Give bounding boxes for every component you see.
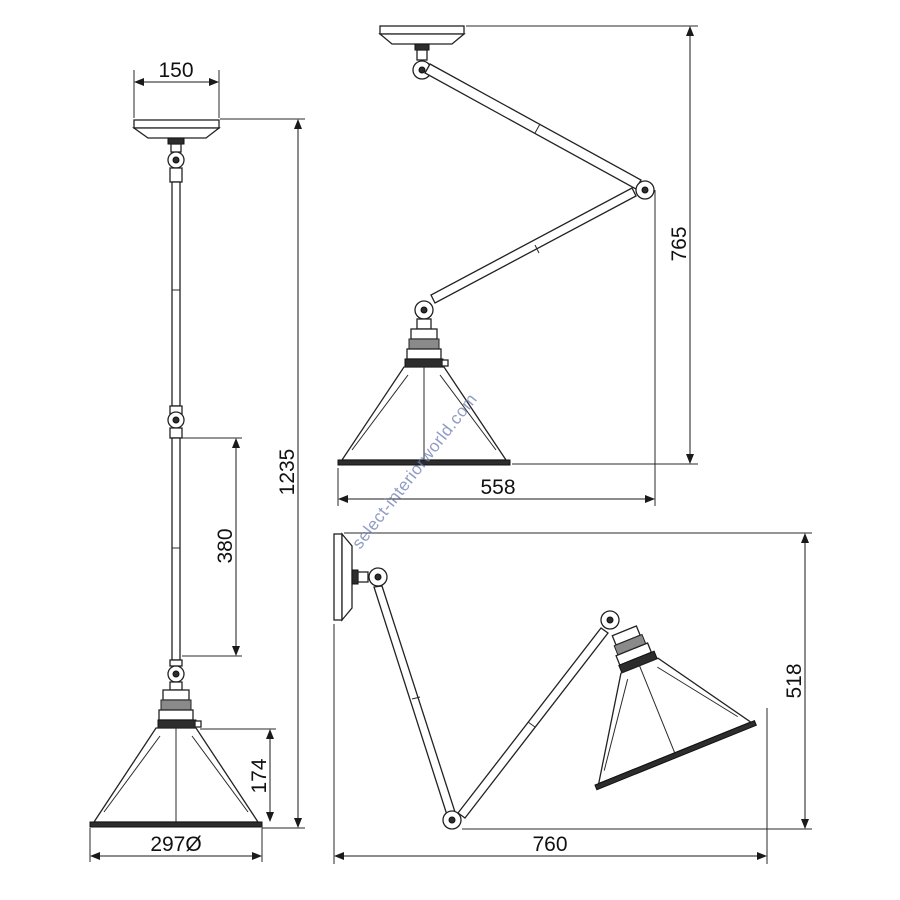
ceiling-upper-arm xyxy=(424,63,642,190)
dim-ceiling-height-label: 765 xyxy=(668,226,691,261)
wall-lamp xyxy=(594,625,757,791)
ceiling-canopy xyxy=(378,25,466,61)
dim-canopy-width-label: 150 xyxy=(158,59,193,82)
ceiling-elbow-joint xyxy=(635,180,655,200)
dim-wall-width: 760 xyxy=(333,624,768,864)
wall-top-joint xyxy=(368,567,388,587)
wall-lamp-joint xyxy=(600,610,620,630)
dim-rod-section: 380 xyxy=(182,437,242,657)
ceiling-lamp-joint xyxy=(414,300,434,330)
wall-backplate xyxy=(333,532,369,622)
ceiling-lower-arm xyxy=(430,187,637,304)
dim-ceiling-width: 558 xyxy=(337,190,656,506)
pendant-lower-rod xyxy=(171,437,181,661)
dim-wall-height-label: 518 xyxy=(783,663,806,698)
dim-shade-height-label: 174 xyxy=(248,758,271,793)
pendant-shade xyxy=(89,727,263,828)
pendant-lamp-holder xyxy=(157,689,202,729)
dim-ceiling-width-label: 558 xyxy=(480,476,515,499)
pendant-canopy xyxy=(131,119,221,145)
wall-elbow-joint xyxy=(442,810,462,830)
dim-wall-width-label: 760 xyxy=(532,833,567,856)
wall-shade xyxy=(594,657,757,791)
dim-shade-diameter: 297Ø xyxy=(89,828,263,862)
dim-rod-section-label: 380 xyxy=(214,528,237,563)
wall-lower-arm xyxy=(457,627,609,819)
dim-canopy-width: 150 xyxy=(133,59,220,118)
ceiling-view xyxy=(337,25,655,466)
pendant-middle-joint xyxy=(167,405,185,439)
dim-wall-height: 518 xyxy=(344,532,812,830)
dim-ceiling-height: 765 xyxy=(466,25,698,465)
dim-shade-diameter-label: 297Ø xyxy=(150,833,201,856)
pendant-upper-rod xyxy=(171,181,181,407)
pendant-top-joint xyxy=(167,143,185,183)
wall-upper-arm xyxy=(373,585,456,816)
ceiling-lamp-holder xyxy=(404,328,449,368)
dim-shade-height: 174 xyxy=(200,728,276,822)
dim-pendant-height: 1235 xyxy=(220,118,305,829)
pendant-view xyxy=(89,119,263,828)
wall-view xyxy=(333,532,757,830)
pendant-lower-joint xyxy=(167,659,185,691)
ceiling-shade xyxy=(337,366,511,466)
dim-pendant-height-label: 1235 xyxy=(276,449,299,496)
